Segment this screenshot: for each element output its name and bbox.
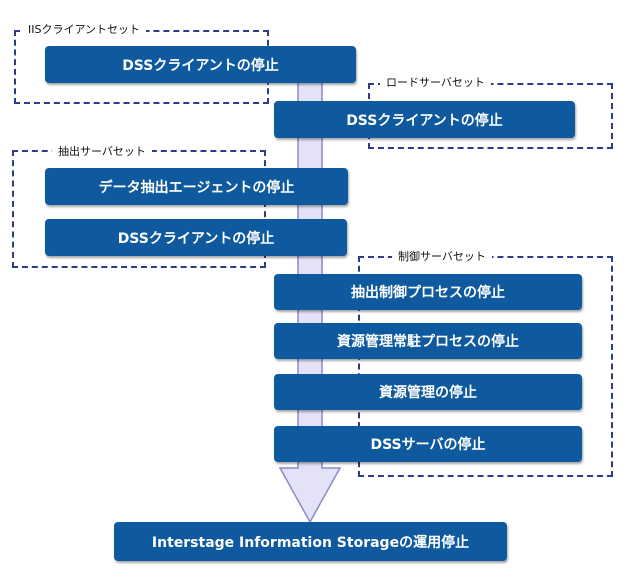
iis-stop-dss-client-box: DSSクライアントの停止 xyxy=(45,46,356,83)
extract-stop-agent-box: データ抽出エージェントの停止 xyxy=(45,168,348,205)
control-stop-resource-mgmt-box: 資源管理の停止 xyxy=(274,374,582,410)
load-stop-dss-client-box: DSSクライアントの停止 xyxy=(274,101,575,138)
iis-client-set-label: IISクライアントセット xyxy=(22,23,147,37)
load-server-set-label: ロードサーバセット xyxy=(380,76,491,90)
final-stop-operation-box: Interstage Information Storageの運用停止 xyxy=(114,522,507,561)
control-stop-resource-resident-box: 資源管理常駐プロセスの停止 xyxy=(274,323,582,359)
extract-server-set-label: 抽出サーバセット xyxy=(52,145,152,159)
control-stop-dss-server-box: DSSサーバの停止 xyxy=(274,426,582,462)
control-server-set-label: 制御サーバセット xyxy=(392,250,492,264)
control-stop-extract-process-box: 抽出制御プロセスの停止 xyxy=(274,274,582,310)
extract-stop-dss-client-box: DSSクライアントの停止 xyxy=(45,219,347,256)
